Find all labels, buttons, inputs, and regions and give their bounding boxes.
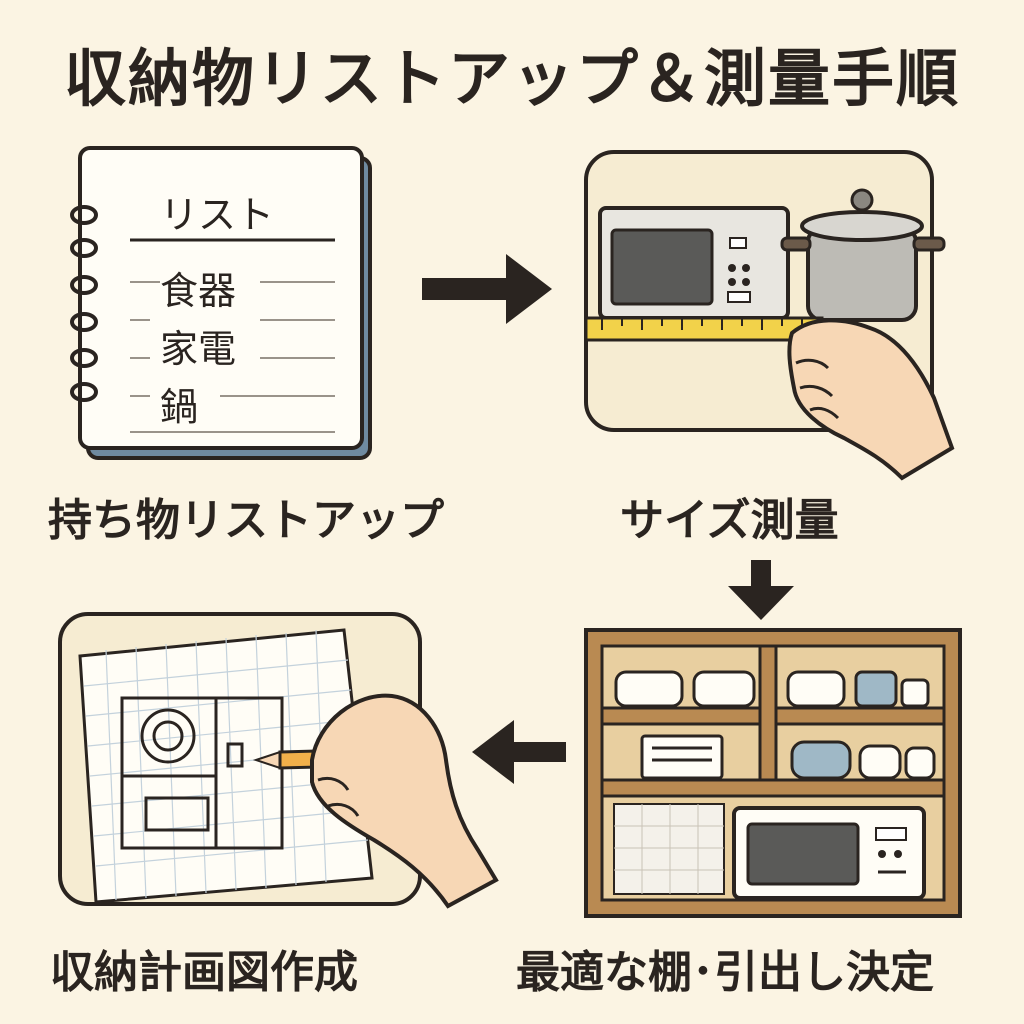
page-title: 収納物リストアップ＆測量手順 (63, 42, 960, 115)
spiral-rings (70, 205, 98, 402)
arrow-left-icon (472, 720, 566, 784)
shelf-illustration (584, 628, 962, 918)
measurement-illustration (584, 150, 955, 481)
list-item-2: 家電 (160, 327, 236, 371)
microwave-icon (598, 206, 790, 320)
plan-layout (120, 696, 284, 850)
list-heading: リスト (160, 193, 274, 237)
tape-measure-icon (584, 316, 824, 342)
cup-icon (854, 670, 930, 708)
bowl-stack-icon (614, 670, 846, 708)
shelf-microwave-icon (732, 806, 926, 900)
step-label-list-up: 持ち物リストアップ (48, 495, 444, 546)
step-label-plan: 収納計画図作成 (50, 947, 358, 998)
floor-plan-illustration (58, 612, 499, 909)
bowl-blue-icon (790, 740, 936, 780)
notebook-illustration: リスト 食器 家電 鍋 (70, 146, 372, 460)
hand-icon (787, 318, 955, 481)
arrow-down-icon (728, 560, 794, 620)
container-icon (640, 734, 724, 780)
pot-icon (780, 188, 946, 322)
writing-hand-icon (310, 693, 499, 909)
list-item-1: 食器 (160, 269, 236, 313)
step-label-measure: サイズ測量 (620, 495, 839, 546)
list-item-3: 鍋 (160, 385, 198, 429)
arrow-right-icon (422, 254, 552, 324)
step-label-decide: 最適な棚･引出し決定 (516, 947, 934, 998)
